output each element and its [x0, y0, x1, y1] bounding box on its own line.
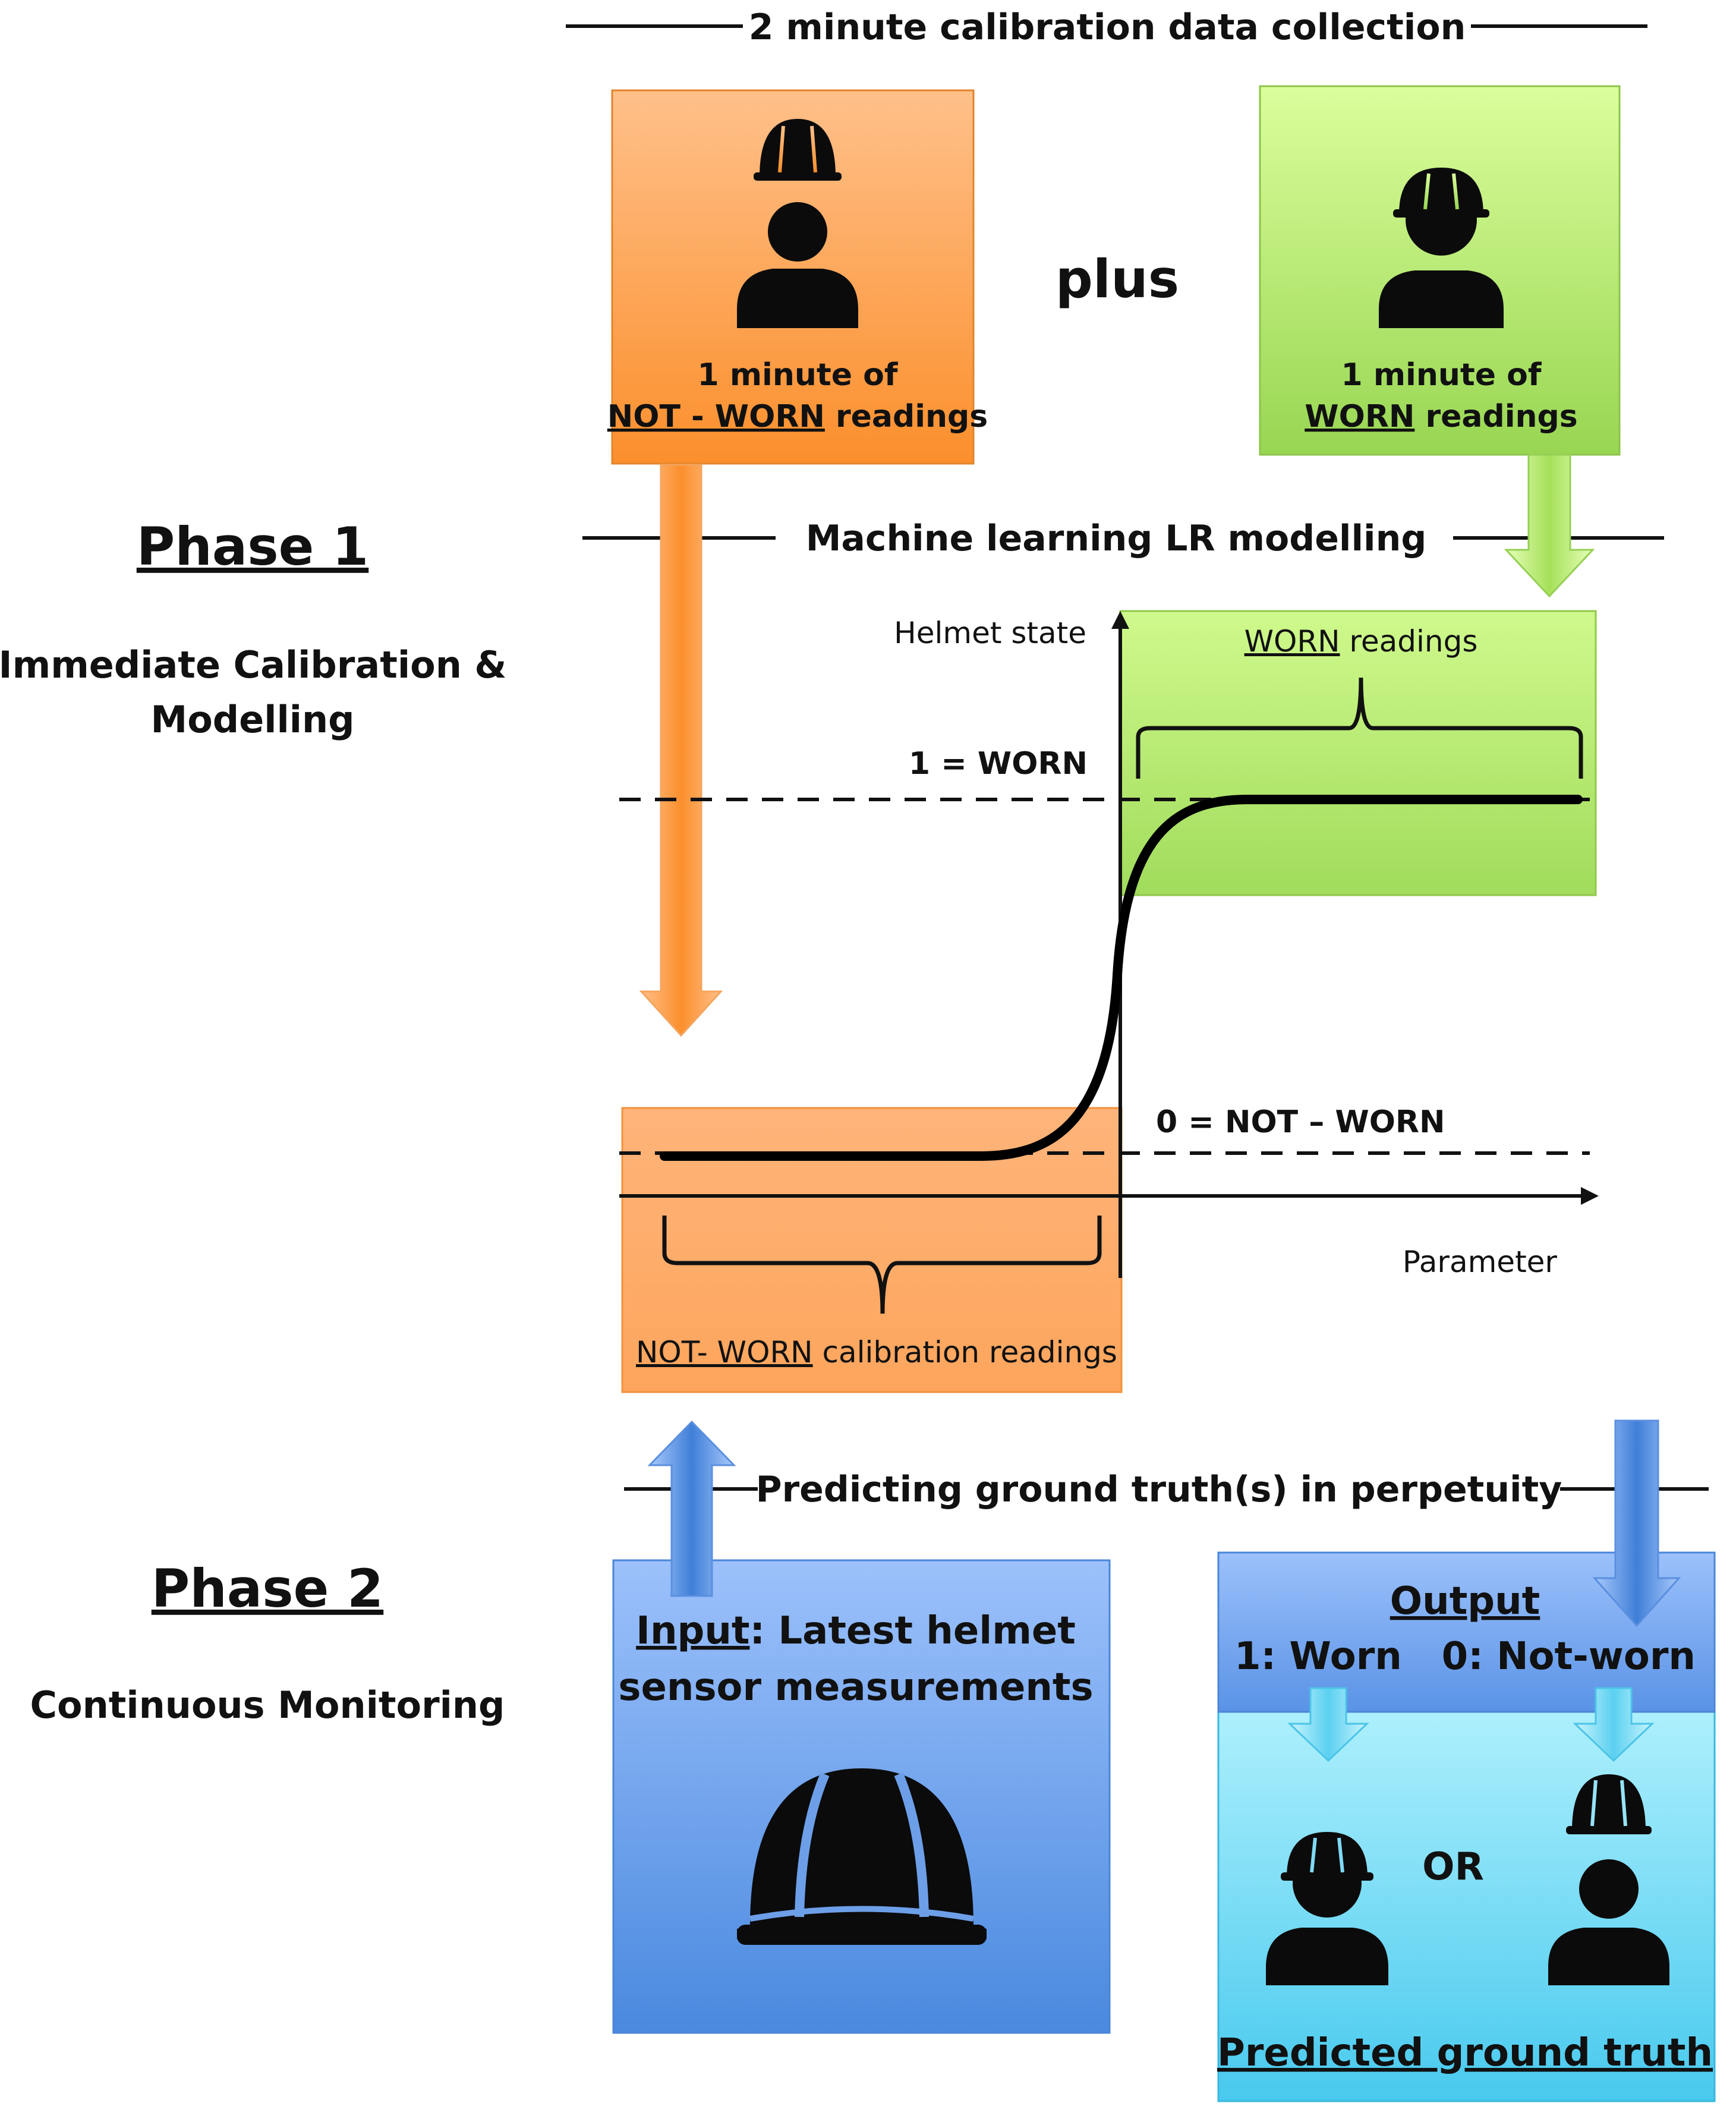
- graph-worn-area: WORN readings: [1119, 610, 1597, 896]
- not-worn-readings-emph: NOT- WORN: [636, 1335, 813, 1369]
- not-worn-level-label: 0 = NOT – WORN: [1156, 1104, 1445, 1140]
- graph-not-worn-area: NOT- WORN calibration readings: [621, 1107, 1123, 1393]
- phase1-subtitle-line2: Modelling: [151, 698, 355, 741]
- worn-brace: [1136, 677, 1583, 779]
- not-worn-readings-label: NOT- WORN calibration readings: [636, 1335, 1117, 1369]
- header-modelling-text: Machine learning LR modelling: [806, 518, 1427, 559]
- helmet-icon: [754, 119, 842, 181]
- phase2-title-text: Phase 2: [152, 1558, 383, 1619]
- not-worn-box-rest: readings: [825, 399, 988, 435]
- input-box-rest: : Latest helmet: [749, 1609, 1075, 1653]
- input-box-emph: Input: [636, 1609, 749, 1653]
- not-worn-box-emph: NOT - WORN: [607, 399, 825, 435]
- header-predicting-text: Predicting ground truth(s) in perpetuity: [756, 1469, 1562, 1510]
- x-axis: [619, 1187, 1599, 1205]
- blue-up-arrow: [647, 1420, 736, 1597]
- predicted-ground-truth-text: Predicted ground truth: [1217, 2031, 1713, 2075]
- input-box-line1: Input: Latest helmet: [636, 1609, 1076, 1653]
- x-axis-label: Parameter: [1403, 1245, 1558, 1279]
- worn-box-emph: WORN: [1305, 399, 1414, 435]
- sigmoid-curve: [660, 795, 1583, 1161]
- person-icon: [737, 202, 858, 328]
- y-axis-label: Helmet state: [894, 616, 1086, 650]
- blue-down-arrow: [1592, 1419, 1681, 1627]
- worn-person-icon: [1379, 168, 1504, 328]
- worn-box-line2: WORN readings: [1305, 399, 1577, 435]
- predicted-not-worn-person-icon: [1548, 1774, 1669, 1985]
- phase2-title: Phase 2: [152, 1558, 383, 1619]
- not-worn-box-line2: NOT - WORN readings: [607, 399, 988, 435]
- output-box: Output 1: Worn 0: Not-worn OR Predicted …: [1217, 1551, 1716, 2102]
- worn-readings-label: WORN readings: [1244, 624, 1478, 659]
- or-label: OR: [1422, 1845, 1484, 1889]
- predicted-ground-truth: Predicted ground truth: [1217, 2031, 1713, 2075]
- header-calibration: 2 minute calibration data collection: [566, 7, 1647, 48]
- worn-box-rest: readings: [1414, 399, 1577, 435]
- worn-readings-emph: WORN: [1244, 624, 1340, 659]
- orange-down-arrow: [639, 464, 723, 1037]
- large-helmet-icon: [737, 1768, 987, 1945]
- header-modelling: Machine learning LR modelling: [582, 518, 1664, 559]
- output-title-text: Output: [1390, 1579, 1540, 1623]
- worn-level-label: 1 = WORN: [909, 746, 1088, 782]
- phase1-subtitle-line1: Immediate Calibration &: [0, 643, 506, 687]
- predicted-worn-person-icon: [1266, 1832, 1388, 1985]
- worn-box: 1 minute of WORN readings: [1259, 85, 1621, 456]
- phase1-title: Phase 1: [137, 516, 368, 577]
- not-worn-brace: [662, 1216, 1102, 1314]
- phase1-title-text: Phase 1: [137, 516, 368, 577]
- header-predicting: Predicting ground truth(s) in perpetuity: [624, 1469, 1709, 1510]
- cyan-arrow-left: [1287, 1687, 1369, 1762]
- not-worn-readings-rest: calibration readings: [813, 1335, 1117, 1369]
- green-down-arrow: [1504, 454, 1595, 598]
- not-worn-box-line1: 1 minute of: [698, 357, 899, 393]
- worn-readings-rest: readings: [1340, 624, 1478, 659]
- worn-box-line1: 1 minute of: [1341, 357, 1542, 393]
- plus-label: plus: [1056, 248, 1179, 310]
- not-worn-box: 1 minute of NOT - WORN readings: [607, 89, 988, 465]
- input-box-line2: sensor measurements: [618, 1666, 1093, 1709]
- phase2-subtitle: Continuous Monitoring: [30, 1683, 505, 1727]
- output-options: 1: Worn 0: Not-worn: [1234, 1635, 1696, 1679]
- input-box: Input: Latest helmet sensor measurements: [612, 1559, 1111, 2034]
- output-title: Output: [1390, 1579, 1540, 1623]
- header-calibration-text: 2 minute calibration data collection: [749, 7, 1466, 48]
- cyan-arrow-right: [1573, 1687, 1655, 1762]
